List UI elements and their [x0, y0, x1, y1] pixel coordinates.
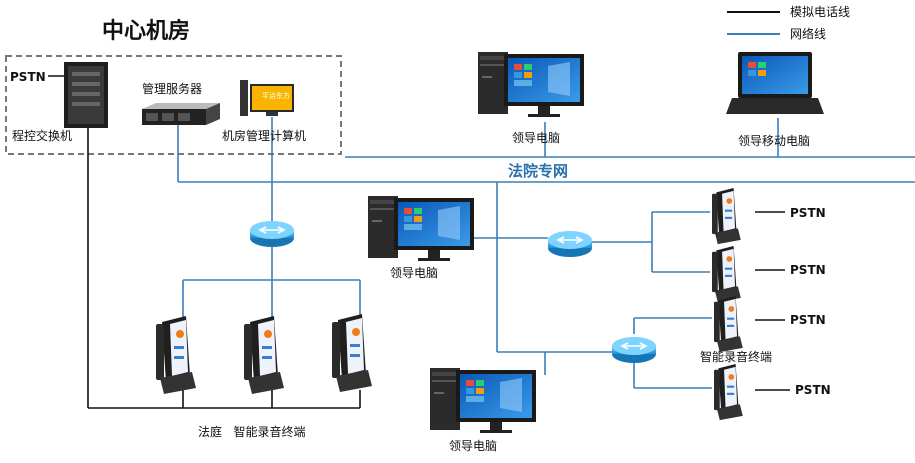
page-title: 中心机房 [102, 18, 190, 44]
court-terminal-2 [244, 316, 284, 394]
leader-pc-middle [368, 196, 474, 261]
pstn-label-4: PSTN [795, 383, 831, 397]
court-terminal-3 [332, 314, 372, 392]
management-pc-screen-text: 平治东方 [262, 91, 290, 100]
switchboard-cabinet [64, 62, 108, 128]
leader-pc-middle-label: 领导电脑 [390, 266, 438, 280]
legend: 模拟电话线 网络线 [727, 5, 850, 41]
phone-lines [48, 75, 790, 409]
leader-laptop [726, 52, 824, 114]
leader-laptop-label: 领导移动电脑 [738, 134, 810, 148]
leader-pc-top [478, 52, 584, 117]
router-lower [611, 336, 657, 364]
pstn-label-1: PSTN [790, 206, 826, 220]
switchboard-label: 程控交换机 [12, 128, 72, 143]
court-terminal-1 [156, 316, 196, 394]
router-left [249, 220, 295, 248]
court-network-label: 法院专网 [508, 162, 568, 180]
terminal-right-3 [714, 296, 743, 353]
legend-network-label: 网络线 [790, 26, 826, 41]
court-terminals-label: 法庭 智能录音终端 [198, 424, 305, 439]
pstn-label-3: PSTN [790, 313, 826, 327]
management-server-label: 管理服务器 [142, 81, 202, 96]
leader-pc-bottom-label: 领导电脑 [449, 439, 497, 453]
leader-pc-top-label: 领导电脑 [512, 131, 560, 145]
leader-pc-bottom [430, 368, 536, 433]
management-server [142, 103, 220, 125]
legend-phone-label: 模拟电话线 [790, 5, 850, 19]
server-room-box [5, 55, 342, 155]
terminal-right-1 [712, 188, 741, 245]
terminal-right-2 [712, 246, 741, 303]
pstn-label-switch: PSTN [10, 70, 46, 84]
router-middle [547, 230, 593, 258]
smart-terminal-label: 智能录音终端 [700, 349, 772, 364]
management-pc [240, 80, 294, 116]
network-lines [177, 117, 915, 389]
pstn-label-2: PSTN [790, 263, 826, 277]
management-pc-label: 机房管理计算机 [222, 128, 306, 143]
terminal-right-4 [714, 364, 743, 421]
